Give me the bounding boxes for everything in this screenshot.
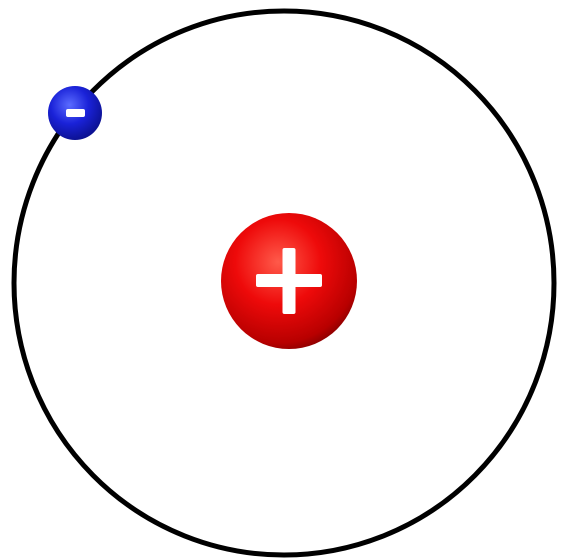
electron (48, 86, 102, 140)
minus-icon (66, 109, 85, 117)
nucleus (221, 213, 357, 349)
